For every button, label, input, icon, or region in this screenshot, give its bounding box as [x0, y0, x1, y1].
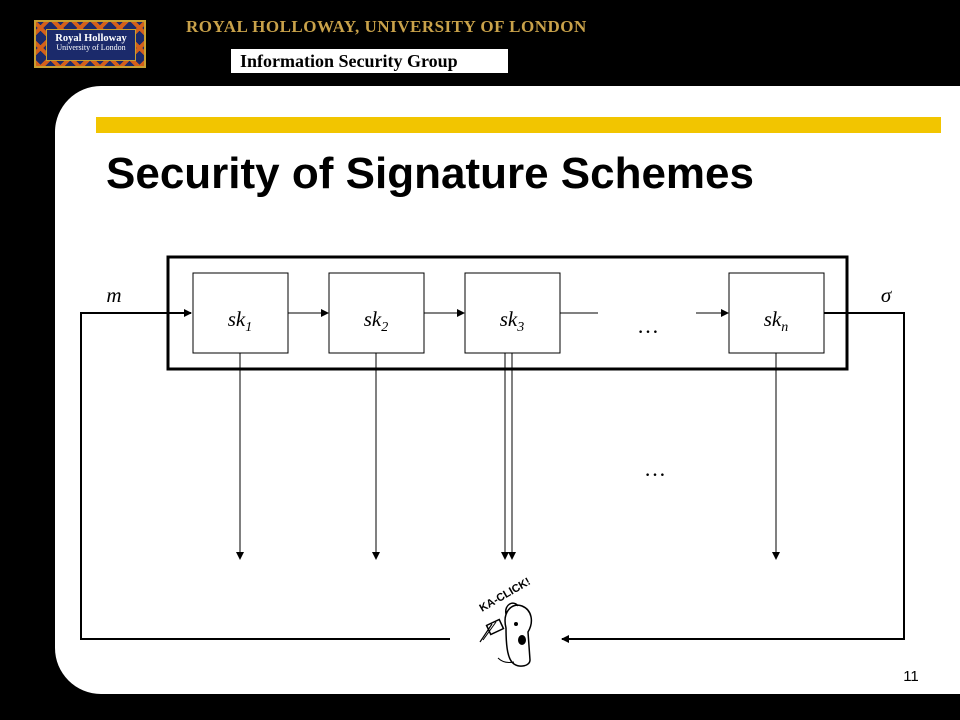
key-box-3: sk3: [465, 273, 560, 353]
cartoon-dog-camera-icon: KA-CLICK!: [478, 576, 533, 666]
key-label-base: sk: [500, 307, 518, 331]
key-label-sub: 3: [516, 320, 524, 335]
input-message-label: m: [106, 283, 121, 307]
page-number: 11: [896, 668, 926, 685]
key-label-sub: 1: [245, 320, 252, 335]
key-box-n: skn: [729, 273, 824, 353]
output-signature-label: σ: [881, 283, 893, 307]
key-label-base: sk: [364, 307, 382, 331]
input-feedback-line: [81, 313, 450, 639]
key-label-sub: n: [781, 320, 788, 335]
key-label-base: sk: [764, 307, 782, 331]
ellipsis-top: …: [637, 313, 659, 338]
key-box-2: sk2: [329, 273, 424, 353]
output-feedback-line: [562, 313, 904, 639]
key-label-base: sk: [228, 307, 246, 331]
key-label-sub: 2: [381, 320, 388, 335]
ellipsis-bottom: …: [644, 456, 666, 481]
key-box-1: sk1: [193, 273, 288, 353]
